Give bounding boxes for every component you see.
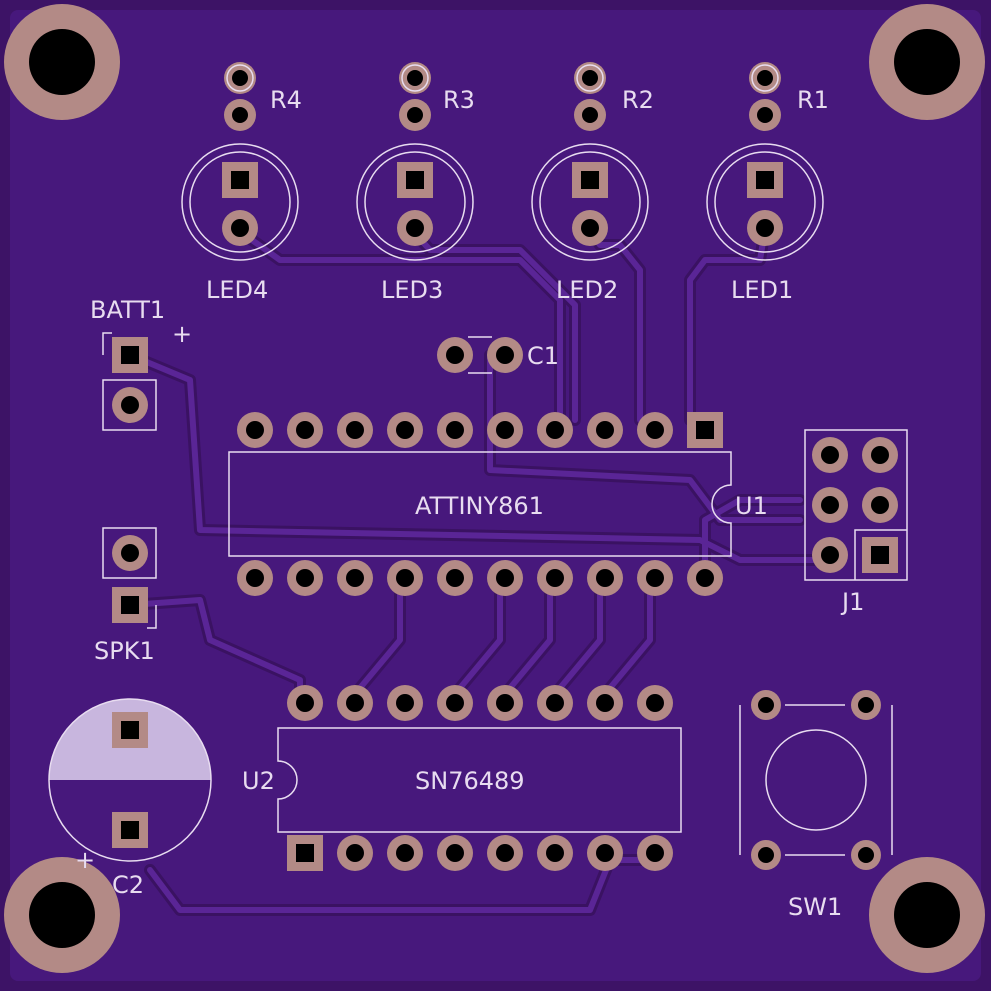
label-u1-part: ATTINY861 — [415, 492, 544, 520]
mounting-holes — [4, 4, 985, 973]
label-j1: J1 — [840, 588, 864, 616]
push-button-sw1: SW1 — [739, 690, 893, 921]
label-r3: R3 — [443, 86, 475, 114]
label-led3: LED3 — [381, 276, 443, 304]
led2: LED2 — [531, 143, 649, 304]
label-batt1: BATT1 — [90, 296, 165, 324]
header-j1: J1 — [804, 429, 908, 616]
copper-pour — [10, 10, 981, 981]
ic-u2: U2 SN76489 — [242, 685, 682, 871]
label-led1: LED1 — [731, 276, 793, 304]
label-u2-part: SN76489 — [415, 767, 525, 795]
label-led2: LED2 — [556, 276, 618, 304]
label-u1: U1 — [735, 492, 768, 520]
label-spk1: SPK1 — [94, 637, 155, 665]
label-r2: R2 — [622, 86, 654, 114]
battery-connector-batt1: BATT1 + — [90, 296, 192, 431]
label-r4: R4 — [270, 86, 302, 114]
led1: LED1 — [706, 143, 824, 304]
led3: LED3 — [356, 143, 474, 304]
label-c1: C1 — [527, 342, 559, 370]
led4: LED4 — [181, 143, 299, 304]
label-sw1: SW1 — [788, 893, 842, 921]
resistor-r2: R2 — [574, 62, 654, 131]
capacitor-c1: C1 — [437, 336, 559, 374]
resistor-r3: R3 — [399, 62, 475, 131]
ic-u1: ATTINY861 U1 — [228, 412, 768, 596]
label-batt-plus: + — [172, 320, 192, 348]
label-c2: C2 — [112, 871, 144, 899]
label-led4: LED4 — [206, 276, 268, 304]
resistor-r4: R4 — [224, 62, 302, 131]
speaker-connector-spk1: SPK1 — [94, 527, 157, 665]
resistor-r1: R1 — [749, 62, 829, 131]
label-u2: U2 — [242, 767, 275, 795]
label-r1: R1 — [797, 86, 829, 114]
label-c2-plus: + — [75, 846, 95, 874]
